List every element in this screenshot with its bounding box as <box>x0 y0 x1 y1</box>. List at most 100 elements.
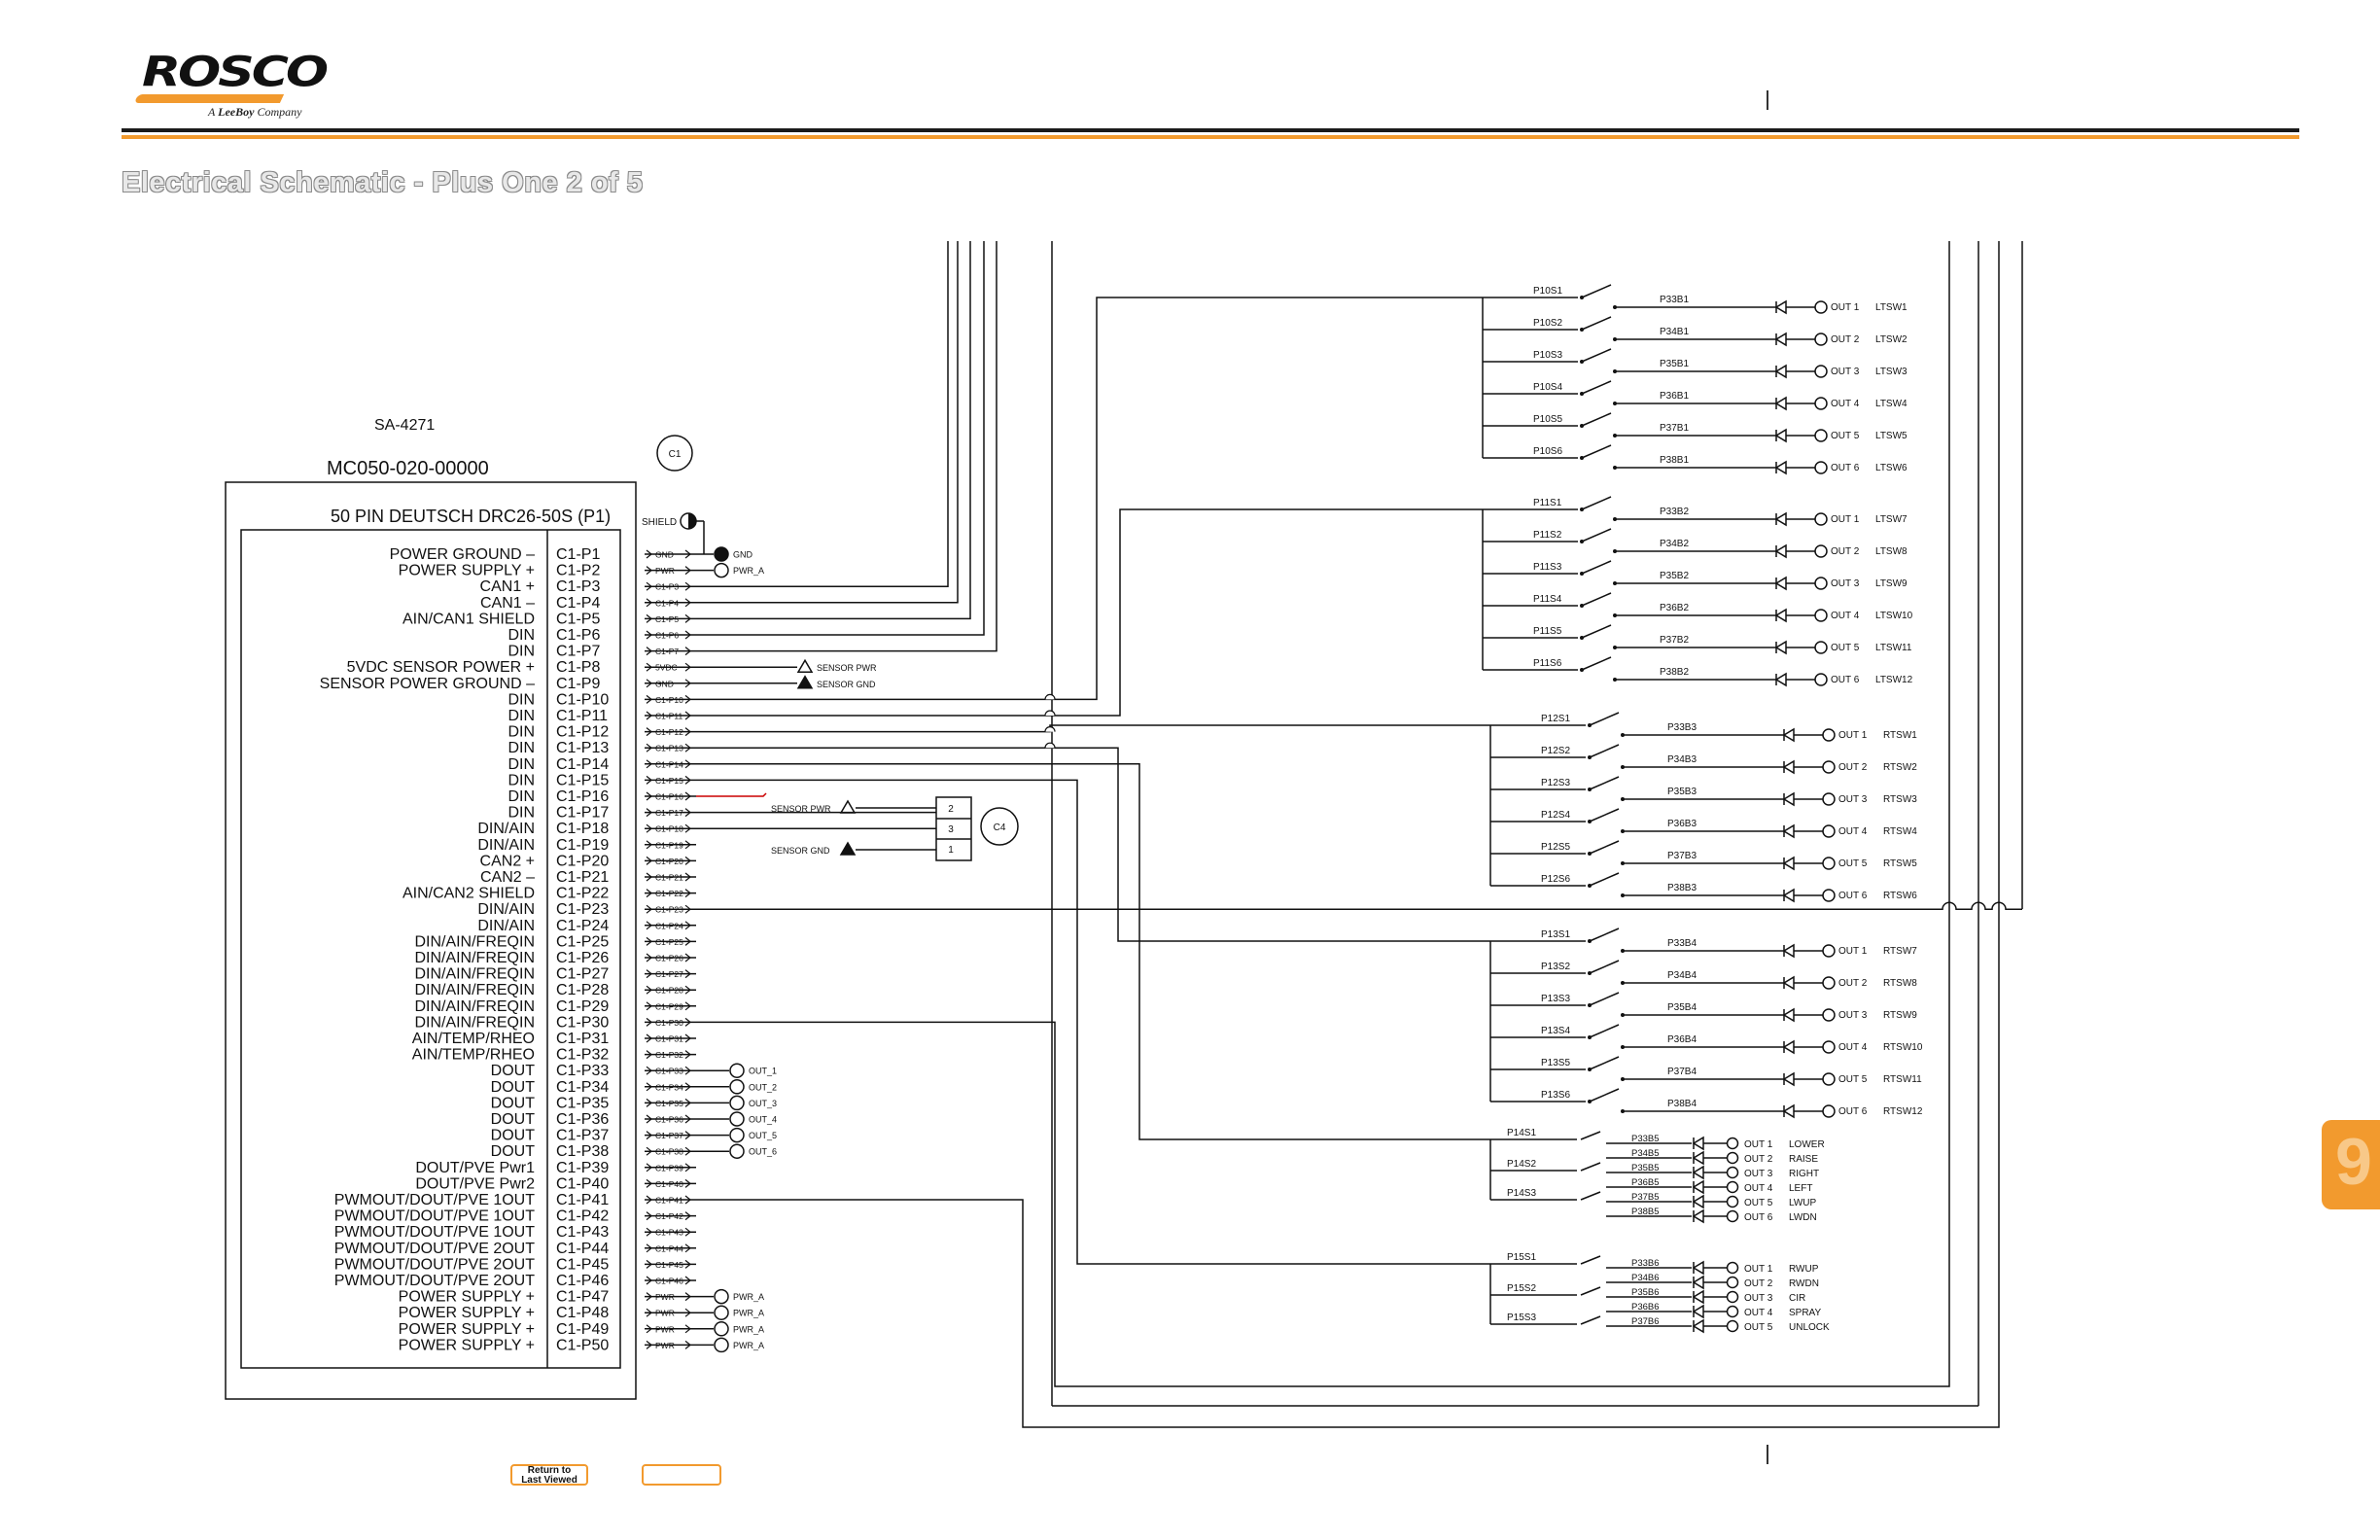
pin-contact-icon <box>684 647 691 656</box>
output-label: OUT 1 <box>1744 1139 1773 1150</box>
pin-ref-label: P34B3 <box>1667 754 1697 765</box>
pin-contact-icon <box>646 1340 652 1349</box>
diode-icon <box>1774 299 1787 315</box>
output-terminal <box>1726 1166 1739 1179</box>
terminal-label: OUT_3 <box>749 1099 777 1108</box>
output-label: OUT 3 <box>1838 1010 1868 1021</box>
can-bus-wire <box>696 241 998 652</box>
pin-ref-label: P36B6 <box>1631 1302 1660 1312</box>
pin-net-label: C1-P19 <box>655 840 683 850</box>
pin-id-label: C1-P11 <box>556 708 608 724</box>
switch-feed-wire <box>696 724 1490 733</box>
switch-blade-icon <box>1589 1056 1620 1070</box>
pin-function-label: POWER SUPPLY + <box>399 1305 535 1321</box>
switch-id-label: P10S2 <box>1533 318 1562 329</box>
output-terminal <box>1814 673 1828 686</box>
switch-blade-icon <box>1581 284 1612 298</box>
switch-id-label: P14S3 <box>1507 1188 1536 1199</box>
output-label: OUT 5 <box>1831 431 1860 441</box>
switch-id-label: P10S6 <box>1533 446 1562 457</box>
pin-id-label: C1-P13 <box>556 740 609 756</box>
switch-id-label: P13S1 <box>1541 929 1570 940</box>
pin-id-label: C1-P39 <box>556 1160 609 1176</box>
switch-contact <box>1613 549 1617 553</box>
pin-contact-icon <box>646 775 652 785</box>
output-label: OUT 4 <box>1744 1183 1773 1194</box>
switch-name-label: RTSW1 <box>1883 730 1917 741</box>
pin-net-label: C1-P41 <box>655 1196 683 1206</box>
switch-name-label: RTSW2 <box>1883 762 1917 773</box>
pin-net-label: C1-P35 <box>655 1099 683 1108</box>
pin-ref-label: P35B5 <box>1631 1163 1660 1173</box>
pin-ref-label: P36B1 <box>1660 391 1689 402</box>
pin-function-label: DIN <box>508 627 535 644</box>
pin-contact-icon <box>684 679 691 688</box>
pin-ref-label: P37B1 <box>1660 423 1689 434</box>
pin-contact-icon <box>684 1017 691 1027</box>
switch-name-label: LWDN <box>1789 1212 1817 1223</box>
pin-contact-icon <box>684 1340 691 1349</box>
pin-net-label: C1-P25 <box>655 937 683 947</box>
switch-contact <box>1621 893 1625 897</box>
pin-ref-label: P33B1 <box>1660 295 1689 305</box>
diode-icon <box>1774 511 1787 527</box>
output-terminal <box>729 1143 745 1159</box>
pin-contact-icon <box>646 662 652 672</box>
switch-name-label: RTSW6 <box>1883 891 1917 901</box>
pin-function-label: DOUT/PVE Pwr1 <box>415 1160 535 1176</box>
switch-contact <box>1621 1045 1625 1049</box>
pin-contact-icon <box>684 1259 691 1269</box>
output-terminal <box>1822 1072 1836 1086</box>
terminal-label: OUT_4 <box>749 1115 777 1125</box>
pin-contact-icon <box>684 694 691 704</box>
switch-id-label: P15S3 <box>1507 1312 1536 1323</box>
switch-id-label: P12S5 <box>1541 842 1570 853</box>
blank-nav-button[interactable] <box>642 1464 721 1486</box>
pin-id-label: C1-P29 <box>556 998 609 1015</box>
pin-function-label: PWMOUT/DOUT/PVE 2OUT <box>334 1241 535 1257</box>
pin-ref-label: P34B5 <box>1631 1148 1660 1159</box>
output-terminal <box>1726 1209 1739 1223</box>
pin-ref-label: P37B6 <box>1631 1316 1660 1327</box>
pin-contact-icon <box>684 1163 691 1172</box>
pin-net-label: C1-P17 <box>655 808 683 818</box>
pin-net-label: C1-P5 <box>655 614 679 624</box>
output-label: OUT 1 <box>1744 1264 1773 1275</box>
output-terminal <box>1822 976 1836 990</box>
connector-title: 50 PIN DEUTSCH DRC26-50S (P1) <box>331 507 611 526</box>
output-terminal <box>1814 461 1828 474</box>
pin-contact-icon <box>684 889 691 898</box>
pin-net-label: C1-P27 <box>655 969 683 979</box>
pin-contact-icon <box>684 1082 691 1092</box>
switch-blade-icon <box>1581 560 1612 575</box>
switch-blade-icon <box>1580 1162 1601 1172</box>
pin-contact-icon <box>684 1114 691 1124</box>
pin-ref-label: P36B5 <box>1631 1177 1660 1188</box>
pin-net-label: C1-P7 <box>655 647 679 656</box>
section-tab[interactable]: 9 <box>2322 1120 2380 1209</box>
pin-function-label: POWER SUPPLY + <box>399 1289 535 1306</box>
pin-function-label: DIN/AIN <box>477 901 535 918</box>
pin-contact-icon <box>646 889 652 898</box>
output-label: OUT 1 <box>1831 302 1860 313</box>
output-label: OUT 4 <box>1744 1308 1773 1318</box>
pin-id-label: C1-P38 <box>556 1143 609 1160</box>
pin-ref-label: P33B6 <box>1631 1258 1660 1269</box>
pin-function-label: DIN/AIN/FREQIN <box>414 1014 535 1031</box>
pin-contact-icon <box>684 630 691 640</box>
pin-net-label: C1-P12 <box>655 727 683 737</box>
pin-contact-icon <box>684 1308 691 1317</box>
switch-name-label: SPRAY <box>1789 1308 1821 1318</box>
switch-blade-icon <box>1580 1286 1601 1296</box>
switch-id-label: P15S1 <box>1507 1252 1536 1263</box>
pin-function-label: DIN/AIN/FREQIN <box>414 933 535 950</box>
pin-id-label: C1-P37 <box>556 1128 609 1144</box>
page-title: Electrical Schematic - Plus One 2 of 5 <box>122 167 644 198</box>
output-terminal <box>1822 824 1836 838</box>
output-label: OUT 2 <box>1838 762 1868 773</box>
pin-net-label: C1-P20 <box>655 857 683 866</box>
pin-function-label: DOUT <box>491 1143 536 1160</box>
sensor-gnd-triangle <box>796 675 814 689</box>
pin-contact-icon <box>646 581 652 591</box>
